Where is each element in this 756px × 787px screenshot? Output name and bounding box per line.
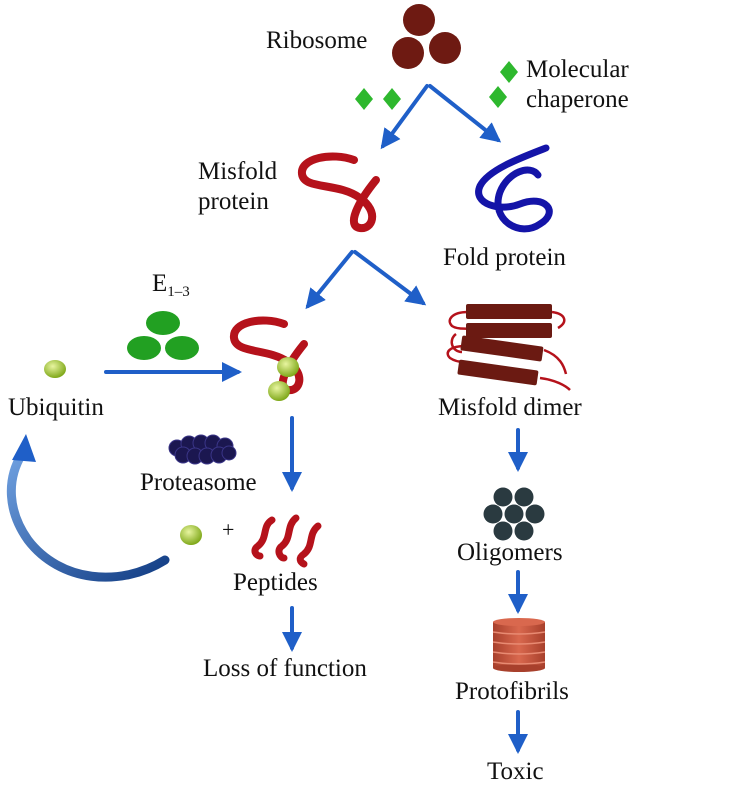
arrow-misfold-to-dimer xyxy=(353,250,427,306)
ribosome-label: Ribosome xyxy=(266,27,368,54)
fold-protein-label: Fold protein xyxy=(443,244,566,271)
chaperone-icon xyxy=(355,61,518,110)
loss-of-function-label: Loss of function xyxy=(203,655,367,682)
plus-sign: + xyxy=(222,517,235,542)
ubiquitin-label: Ubiquitin xyxy=(8,394,104,421)
misfold-dimer-icon xyxy=(446,304,571,391)
enzyme-subscript: 1–3 xyxy=(167,284,190,300)
protofibrils-label: Protofibrils xyxy=(455,678,569,705)
arrow-ribosome-to-fold xyxy=(428,84,502,143)
misfold-protein-label-line1: Misfold xyxy=(198,158,278,185)
enzyme-letter: E xyxy=(152,270,168,297)
chaperone-label-line1: Molecular xyxy=(526,56,629,83)
e1-3-label: E1–3 xyxy=(152,270,190,301)
arrow-ribosome-to-misfold xyxy=(380,84,429,150)
ubiquitinated-protein-icon xyxy=(230,316,308,401)
protofibril-icon xyxy=(492,618,546,672)
ubiquitin-icon xyxy=(44,360,66,378)
misfold-protein-icon xyxy=(298,152,380,233)
e1-3-enzyme-icon xyxy=(127,311,199,360)
proteasome-icon xyxy=(168,434,237,465)
toxic-label: Toxic xyxy=(487,758,544,785)
arrow-misfold-to-ubiquitination xyxy=(305,250,354,310)
pathway-arrows xyxy=(104,84,528,754)
chaperone-label-line2: chaperone xyxy=(526,86,629,113)
misfold-dimer-label: Misfold dimer xyxy=(438,394,582,421)
oligomers-label: Oligomers xyxy=(457,539,563,566)
ubiquitin-icon xyxy=(180,525,202,545)
peptides-label: Peptides xyxy=(233,569,318,596)
peptides-icon xyxy=(251,514,322,568)
proteasome-label: Proteasome xyxy=(140,469,257,496)
recycle-arrow-icon xyxy=(6,434,170,582)
oligomers-icon xyxy=(483,487,545,541)
misfold-protein-label-line2: protein xyxy=(198,188,269,215)
ribosome-icon xyxy=(392,4,461,69)
fold-protein-icon xyxy=(475,144,553,233)
